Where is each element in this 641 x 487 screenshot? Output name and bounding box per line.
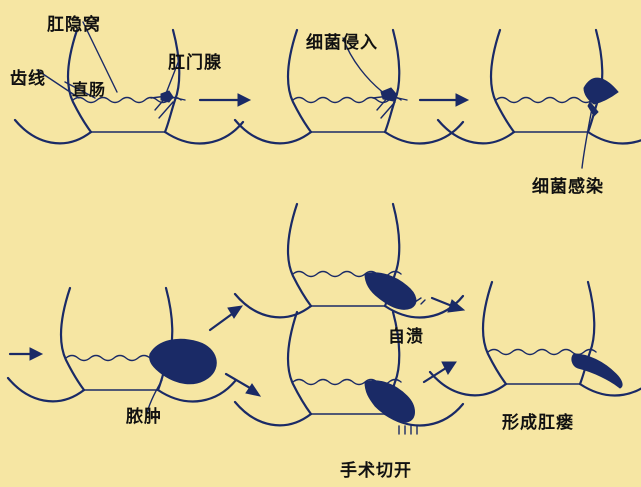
- label-fistula-formed: 形成肛瘘: [502, 413, 574, 433]
- stage-abscess: [6, 286, 238, 419]
- label-dentate-line: 齿线: [10, 69, 46, 89]
- label-bacterial-invasion: 细菌侵入: [306, 33, 378, 53]
- stage-fistula: [428, 280, 641, 397]
- label-abscess: 脓肿: [126, 407, 162, 427]
- label-anal-gland: 肛门腺: [168, 53, 222, 73]
- label-surgical-incision: 手术切开: [340, 461, 412, 481]
- label-bacterial-infection: 细菌感染: [532, 177, 604, 197]
- stage-invasion: [233, 28, 465, 145]
- stage-normal: [13, 21, 245, 145]
- label-anal-crypt: 肛隐窝: [47, 15, 101, 35]
- label-spontaneous-rupture: 自溃: [388, 327, 424, 347]
- stage-incision: [233, 310, 465, 435]
- stage-infection: [436, 28, 641, 169]
- stage-rupture: [233, 202, 465, 319]
- label-rectum: 直肠: [72, 80, 107, 99]
- flow-arrows: [8, 93, 470, 397]
